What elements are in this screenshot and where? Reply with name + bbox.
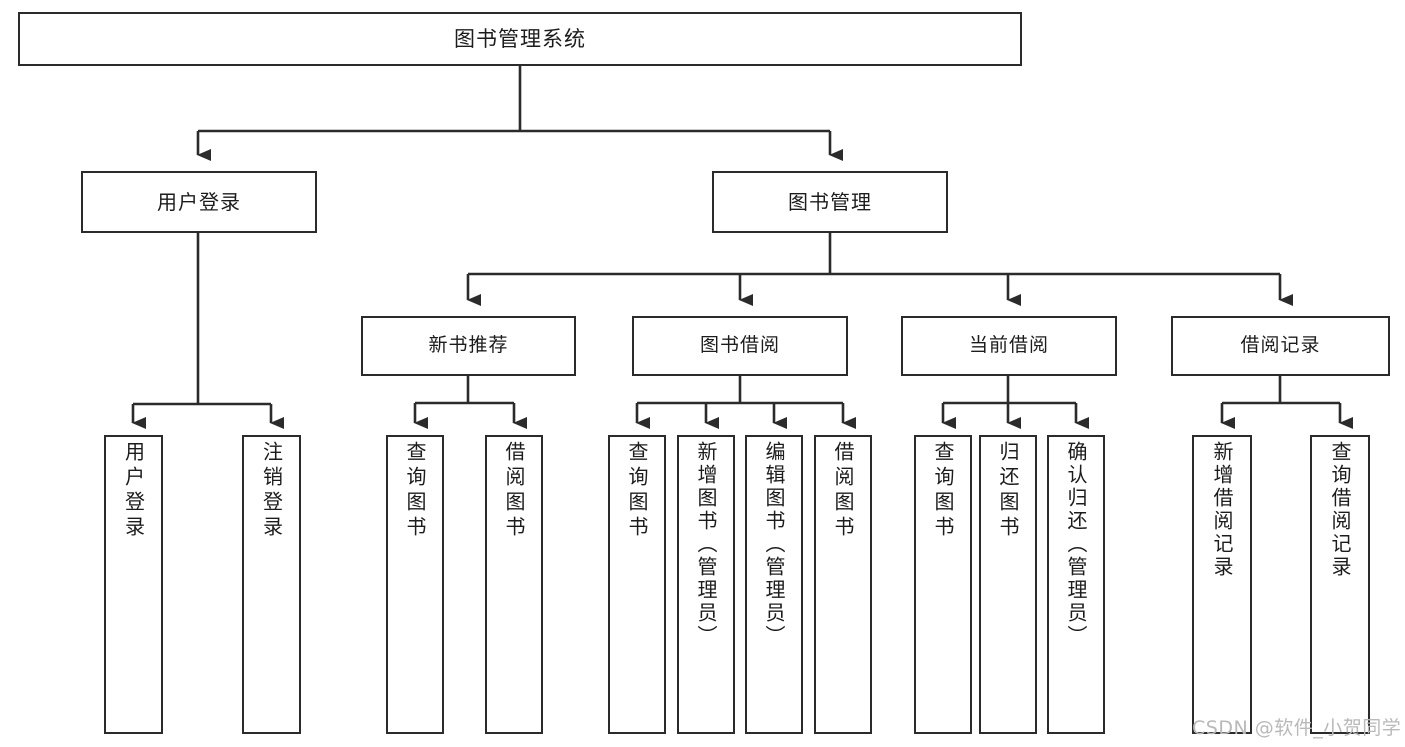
leaf-user-login[interactable]: 用户登录 (104, 435, 163, 734)
leaf-borrow-book-2[interactable]: 借阅图书 (814, 435, 872, 734)
node-book-borrow[interactable]: 图书借阅 (632, 316, 848, 376)
leaf-borrow-book-1-label: 借阅图书 (502, 441, 526, 541)
node-new-book-recommend[interactable]: 新书推荐 (361, 316, 576, 376)
leaf-query-borrow-record-label: 查询借阅记录 (1328, 441, 1352, 579)
leaf-query-borrow-record[interactable]: 查询借阅记录 (1310, 435, 1370, 734)
node-book-manage[interactable]: 图书管理 (712, 171, 948, 233)
leaf-query-book-3[interactable]: 查询图书 (914, 435, 972, 734)
leaf-query-book-2[interactable]: 查询图书 (608, 435, 666, 734)
node-new-book-recommend-label: 新书推荐 (428, 334, 509, 357)
leaf-return-book[interactable]: 归还图书 (979, 435, 1037, 734)
node-borrow-record[interactable]: 借阅记录 (1171, 316, 1390, 376)
leaf-logout-login-label: 注销登录 (259, 441, 284, 541)
leaf-add-book-admin[interactable]: 新增图书（管理员） (677, 435, 735, 734)
leaf-edit-book-admin[interactable]: 编辑图书（管理员） (745, 435, 803, 734)
leaf-borrow-book-2-label: 借阅图书 (831, 441, 855, 541)
leaf-borrow-book-1[interactable]: 借阅图书 (485, 435, 543, 734)
leaf-query-book-2-label: 查询图书 (625, 441, 649, 541)
leaf-confirm-return-admin-label: 确认归还（管理员） (1064, 441, 1088, 648)
node-current-borrow[interactable]: 当前借阅 (901, 316, 1117, 376)
leaf-edit-book-admin-label: 编辑图书（管理员） (762, 441, 786, 648)
leaf-add-borrow-record-label: 新增借阅记录 (1210, 441, 1234, 579)
node-root-system-label: 图书管理系统 (454, 26, 586, 51)
node-user-login-label: 用户登录 (157, 189, 241, 214)
leaf-query-book-3-label: 查询图书 (931, 441, 955, 541)
node-book-manage-label: 图书管理 (788, 189, 872, 214)
leaf-confirm-return-admin[interactable]: 确认归还（管理员） (1047, 435, 1105, 734)
node-root-system[interactable]: 图书管理系统 (18, 12, 1022, 66)
watermark-text: CSDN @软件_小贺同学 (1192, 717, 1402, 739)
leaf-logout-login[interactable]: 注销登录 (242, 435, 301, 734)
node-borrow-record-label: 借阅记录 (1240, 334, 1321, 357)
leaf-query-book-1-label: 查询图书 (403, 441, 427, 541)
leaf-add-borrow-record[interactable]: 新增借阅记录 (1192, 435, 1252, 734)
leaf-return-book-label: 归还图书 (996, 441, 1020, 541)
node-book-borrow-label: 图书借阅 (699, 334, 780, 357)
leaf-query-book-1[interactable]: 查询图书 (386, 435, 444, 734)
node-current-borrow-label: 当前借阅 (968, 334, 1049, 357)
node-user-login[interactable]: 用户登录 (81, 171, 317, 233)
leaf-user-login-label: 用户登录 (121, 441, 146, 541)
leaf-add-book-admin-label: 新增图书（管理员） (694, 441, 718, 648)
